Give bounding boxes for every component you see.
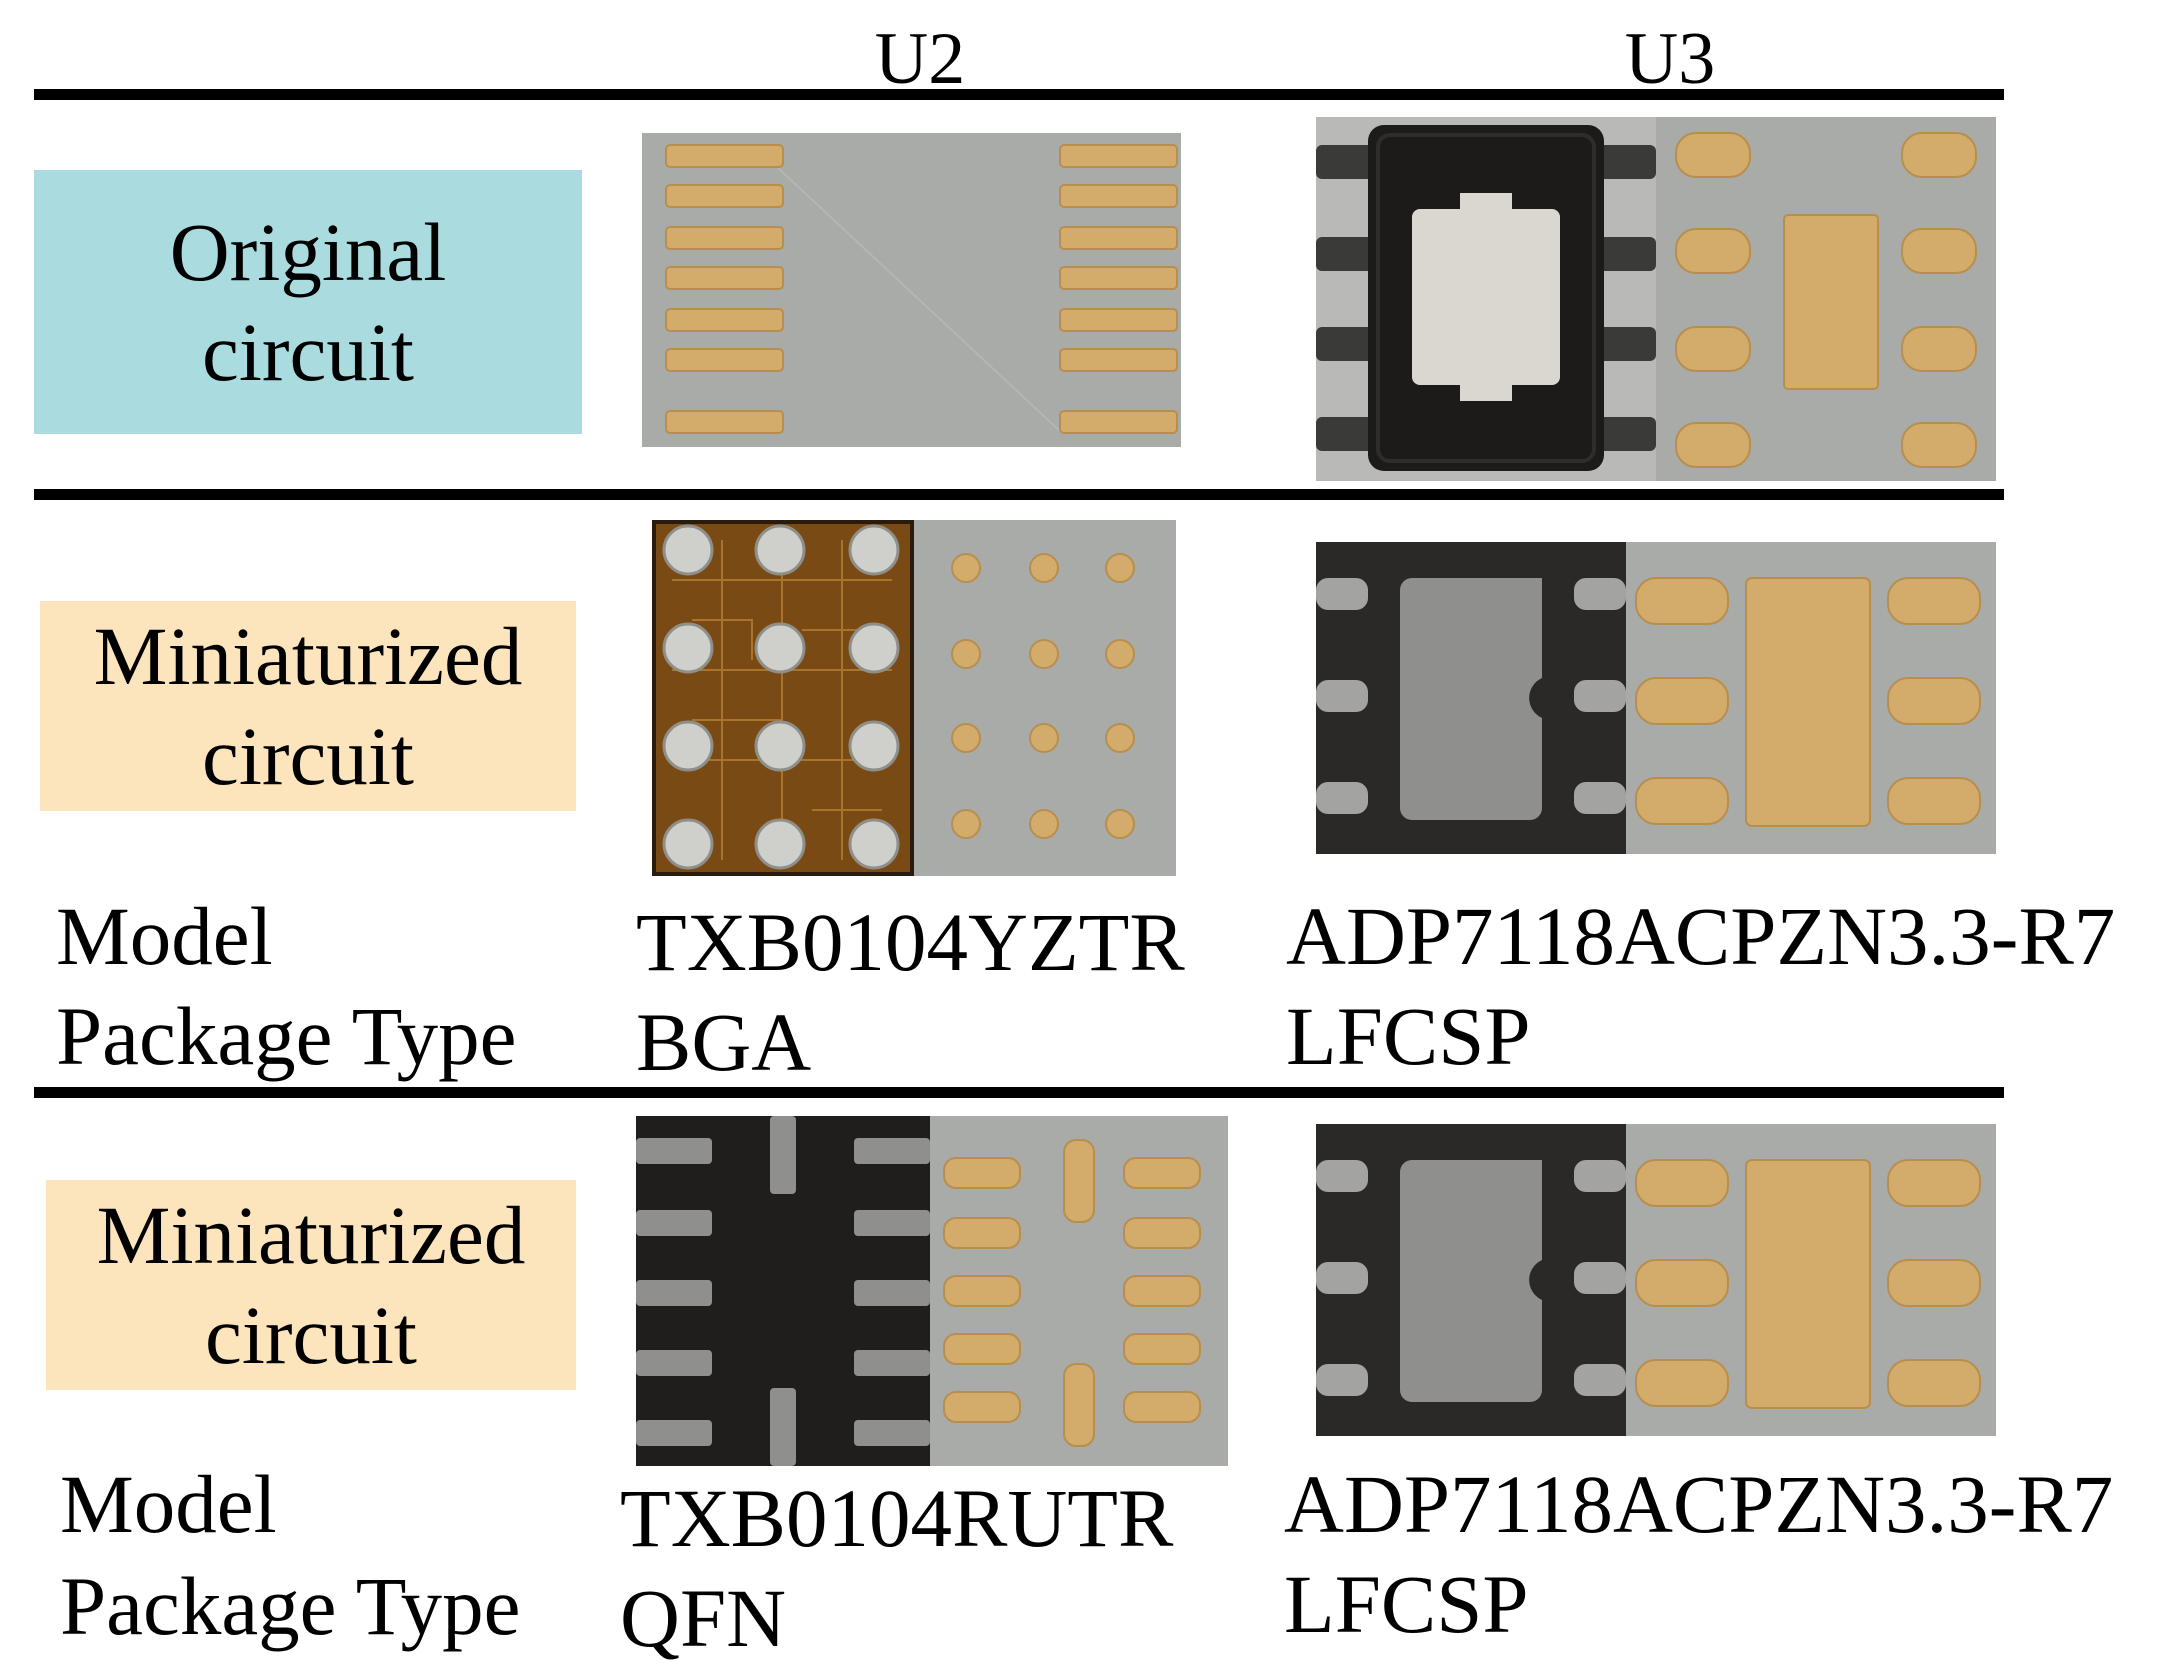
u2-package-value-1: BGA: [636, 996, 812, 1088]
column-header-u2: U2: [874, 18, 966, 100]
u2-original-footprint-photo: [642, 133, 1181, 447]
model-label-1: Model: [56, 890, 273, 982]
u3-lfcsp-footprint-photo-2: [1626, 1124, 1996, 1436]
package-type-label-1: Package Type: [56, 990, 517, 1082]
u3-original-chip-photo: [1316, 117, 1656, 481]
u2-bga-chip-photo: [652, 520, 914, 876]
row-label-original: Original circuit: [34, 170, 582, 434]
row-label-miniaturized-1: Miniaturized circuit: [40, 601, 576, 811]
model-label-2: Model: [60, 1458, 277, 1550]
u3-lfcsp-footprint-photo-1: [1626, 542, 1996, 854]
u3-package-value-2: LFCSP: [1284, 1558, 1529, 1650]
u3-lfcsp-chip-photo-1: [1316, 542, 1626, 854]
u2-package-value-2: QFN: [620, 1572, 787, 1664]
row-label-line1: Miniaturized: [93, 610, 523, 702]
row-label-line2: circuit: [201, 306, 414, 398]
top-rule: [34, 89, 2004, 100]
u3-model-value-2: ADP7118ACPZN3.3-R7: [1284, 1458, 2114, 1550]
u2-qfn-footprint-photo: [930, 1116, 1228, 1466]
column-header-u3: U3: [1624, 18, 1716, 100]
u2-bga-footprint-photo: [914, 520, 1176, 876]
u2-model-value-2: TXB0104RUTR: [620, 1472, 1174, 1564]
row-label-miniaturized-2: Miniaturized circuit: [46, 1180, 576, 1390]
u2-qfn-chip-photo: [636, 1116, 930, 1466]
u3-model-value-1: ADP7118ACPZN3.3-R7: [1286, 890, 2116, 982]
row-label-line1: Miniaturized: [96, 1189, 526, 1281]
row-divider-1: [34, 489, 2004, 500]
package-type-label-2: Package Type: [60, 1560, 521, 1652]
row-label-line2: circuit: [204, 1289, 417, 1381]
u2-model-value-1: TXB0104YZTR: [636, 896, 1185, 988]
row-divider-2: [34, 1087, 2004, 1098]
row-label-line2: circuit: [201, 710, 414, 802]
u3-package-value-1: LFCSP: [1286, 990, 1531, 1082]
u3-lfcsp-chip-photo-2: [1316, 1124, 1626, 1436]
u3-original-footprint-photo: [1656, 117, 1996, 481]
row-label-line1: Original: [169, 206, 447, 298]
